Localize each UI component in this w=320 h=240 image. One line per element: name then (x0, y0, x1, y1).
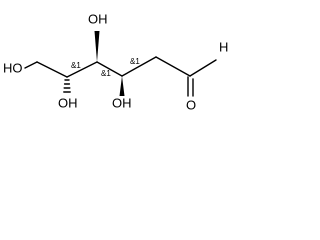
bond-c3-c2 (121, 56, 157, 77)
stereo-mark-c4: &1 (101, 69, 111, 78)
atom-label-oh-c3: OH (112, 95, 132, 110)
atom-label-ho-terminal: HO (3, 60, 23, 75)
atom-label-aldehyde-h: H (219, 39, 228, 54)
wedge-bond-c4-oh (94, 31, 100, 62)
bond-c6-c5 (36, 61, 68, 78)
bond-c4-c3 (96, 61, 123, 77)
bond-c2-c1 (155, 56, 191, 77)
structural-formula-canvas: HO OH OH OH O H &1 &1 &1 (3, 11, 228, 112)
wedge-bond-c3-oh (119, 76, 125, 96)
atom-label-aldehyde-o: O (186, 97, 196, 112)
atom-label-oh-c4: OH (88, 11, 108, 26)
bond-c1-h (189, 59, 217, 77)
stereo-mark-c5: &1 (71, 61, 81, 70)
bond-c5-c4 (66, 61, 98, 78)
stereo-mark-c3: &1 (130, 57, 140, 66)
hashed-bond-c5-oh (63, 79, 71, 93)
bond-o1-c6 (24, 61, 38, 69)
atom-label-oh-c5: OH (58, 95, 78, 110)
